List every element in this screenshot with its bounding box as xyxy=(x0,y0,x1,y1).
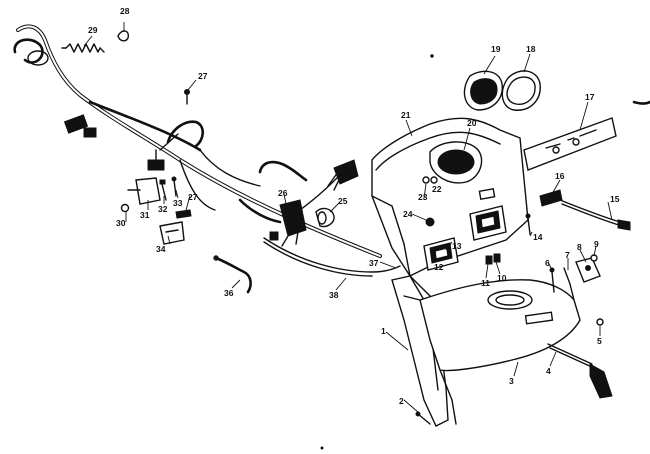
callout-24: 24 xyxy=(403,209,413,219)
callout-5: 5 xyxy=(597,336,602,346)
callout-36: 36 xyxy=(224,288,234,298)
callout-11: 11 xyxy=(481,278,490,288)
bracket-34 xyxy=(159,221,185,245)
callout-7: 7 xyxy=(565,250,570,260)
switch-25 xyxy=(315,207,335,228)
lens-18 xyxy=(501,70,541,111)
switch-10-11 xyxy=(485,253,501,265)
callout-18: 18 xyxy=(526,44,536,54)
callout-37: 37 xyxy=(369,258,379,268)
headlight-16 xyxy=(539,189,563,207)
clip-28 xyxy=(117,30,130,42)
nut-5 xyxy=(596,318,604,326)
bolt-14 xyxy=(525,213,531,235)
callout-28: 28 xyxy=(120,6,130,16)
callout-38: 38 xyxy=(329,290,339,300)
callout-13: 13 xyxy=(452,241,462,251)
callout-32: 32 xyxy=(158,204,168,214)
callout-16: 16 xyxy=(555,171,565,181)
leader-lines xyxy=(83,22,613,413)
callout-25: 25 xyxy=(338,196,348,206)
cable-loop xyxy=(159,120,205,151)
spring-29 xyxy=(61,43,105,53)
gauge-lens-12 xyxy=(423,237,459,271)
multi-pin-connector xyxy=(327,159,359,191)
cable-15 xyxy=(559,199,631,231)
cable-38 xyxy=(263,237,401,277)
harness-connector-left xyxy=(63,114,97,138)
screw-2 xyxy=(415,411,431,425)
callout-14: 14 xyxy=(533,232,543,242)
callout-8: 8 xyxy=(577,242,582,252)
callout-17: 17 xyxy=(585,92,595,102)
callout-34: 34 xyxy=(156,244,166,254)
gauge-lens-right xyxy=(469,205,507,241)
callout-27: 27 xyxy=(198,71,208,81)
callout-6: 6 xyxy=(545,258,550,268)
callout-27-lower: 27 xyxy=(188,192,198,202)
callout-3: 3 xyxy=(509,376,514,386)
callout-labels: 28 29 27 19 18 17 21 20 16 15 23 22 24 1… xyxy=(88,6,620,406)
callout-22: 22 xyxy=(432,184,442,194)
callout-31: 31 xyxy=(140,210,150,220)
tray-3 xyxy=(403,279,581,425)
bezel-19 xyxy=(463,70,503,111)
bolt-27-top xyxy=(184,89,190,105)
decal-strip-17 xyxy=(523,117,617,171)
callout-20: 20 xyxy=(467,118,477,128)
callout-12: 12 xyxy=(434,262,444,272)
cable-36 xyxy=(213,255,252,294)
callout-19: 19 xyxy=(491,44,501,54)
callout-23: 23 xyxy=(418,192,428,202)
shifter-4 xyxy=(547,343,613,399)
callout-29: 29 xyxy=(88,25,98,35)
callout-1: 1 xyxy=(381,326,386,336)
callout-21: 21 xyxy=(401,110,411,120)
callout-15: 15 xyxy=(610,194,620,204)
harness-connector-mid xyxy=(147,149,165,171)
callout-9: 9 xyxy=(594,239,599,249)
callout-26: 26 xyxy=(278,188,288,198)
callout-10: 10 xyxy=(497,273,507,283)
callout-30: 30 xyxy=(116,218,126,228)
relay-31 xyxy=(127,177,161,205)
bracket-7 xyxy=(563,257,601,301)
nut-30 xyxy=(120,203,130,213)
harness-junction-26 xyxy=(269,199,307,247)
callout-2: 2 xyxy=(399,396,404,406)
terminal-27-left xyxy=(175,209,192,219)
callout-33: 33 xyxy=(173,198,183,208)
screw-33 xyxy=(171,176,177,197)
screw-32 xyxy=(159,179,167,201)
callout-4: 4 xyxy=(546,366,551,376)
